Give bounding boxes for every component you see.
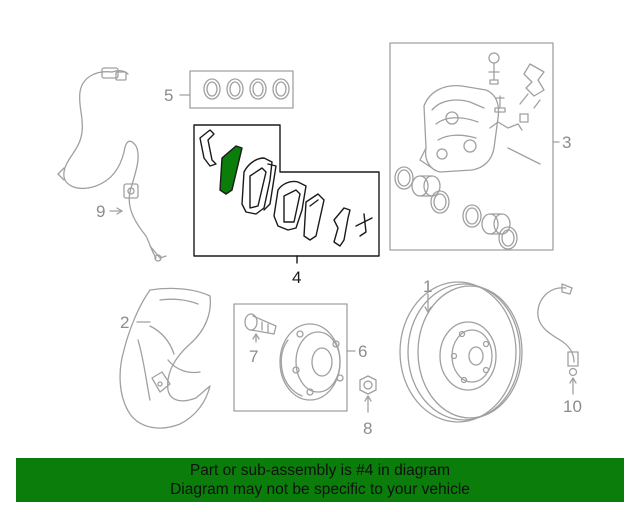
pad-set-box [193, 124, 380, 257]
part-10-brake-hose[interactable] [537, 283, 579, 395]
part-9-abs-sensor-wire[interactable] [57, 67, 167, 262]
callout-4: 4 [292, 268, 301, 287]
info-banner: Part or sub-assembly is #4 in diagram Di… [16, 458, 624, 502]
callout-3: 3 [562, 133, 571, 152]
callout-7: 7 [249, 347, 258, 366]
brake-parts-diagram: 5 3 9 4 1 2 6 7 8 10 [57, 42, 582, 438]
part-6-wheel-hub[interactable] [233, 303, 356, 412]
callout-6: 6 [358, 342, 367, 361]
part-4-brake-pad-set[interactable] [193, 124, 380, 264]
part-2-dust-shield[interactable] [119, 287, 212, 429]
callout-1: 1 [423, 277, 432, 296]
part-3-brake-caliper[interactable] [389, 42, 560, 251]
callout-8: 8 [363, 419, 372, 438]
highlighted-shim [219, 145, 243, 195]
part-7-hub-bolt[interactable] [244, 313, 277, 343]
banner-line-2: Diagram may not be specific to your vehi… [170, 481, 470, 498]
callout-9: 9 [96, 202, 105, 221]
callout-5: 5 [164, 86, 173, 105]
callout-10: 10 [563, 397, 582, 416]
part-8-hub-nut[interactable] [359, 375, 377, 413]
banner-line-1: Part or sub-assembly is #4 in diagram [189, 462, 451, 479]
part-5-seal-kit[interactable] [179, 70, 294, 109]
part-1-brake-rotor[interactable] [399, 281, 523, 423]
callout-2: 2 [120, 313, 129, 332]
